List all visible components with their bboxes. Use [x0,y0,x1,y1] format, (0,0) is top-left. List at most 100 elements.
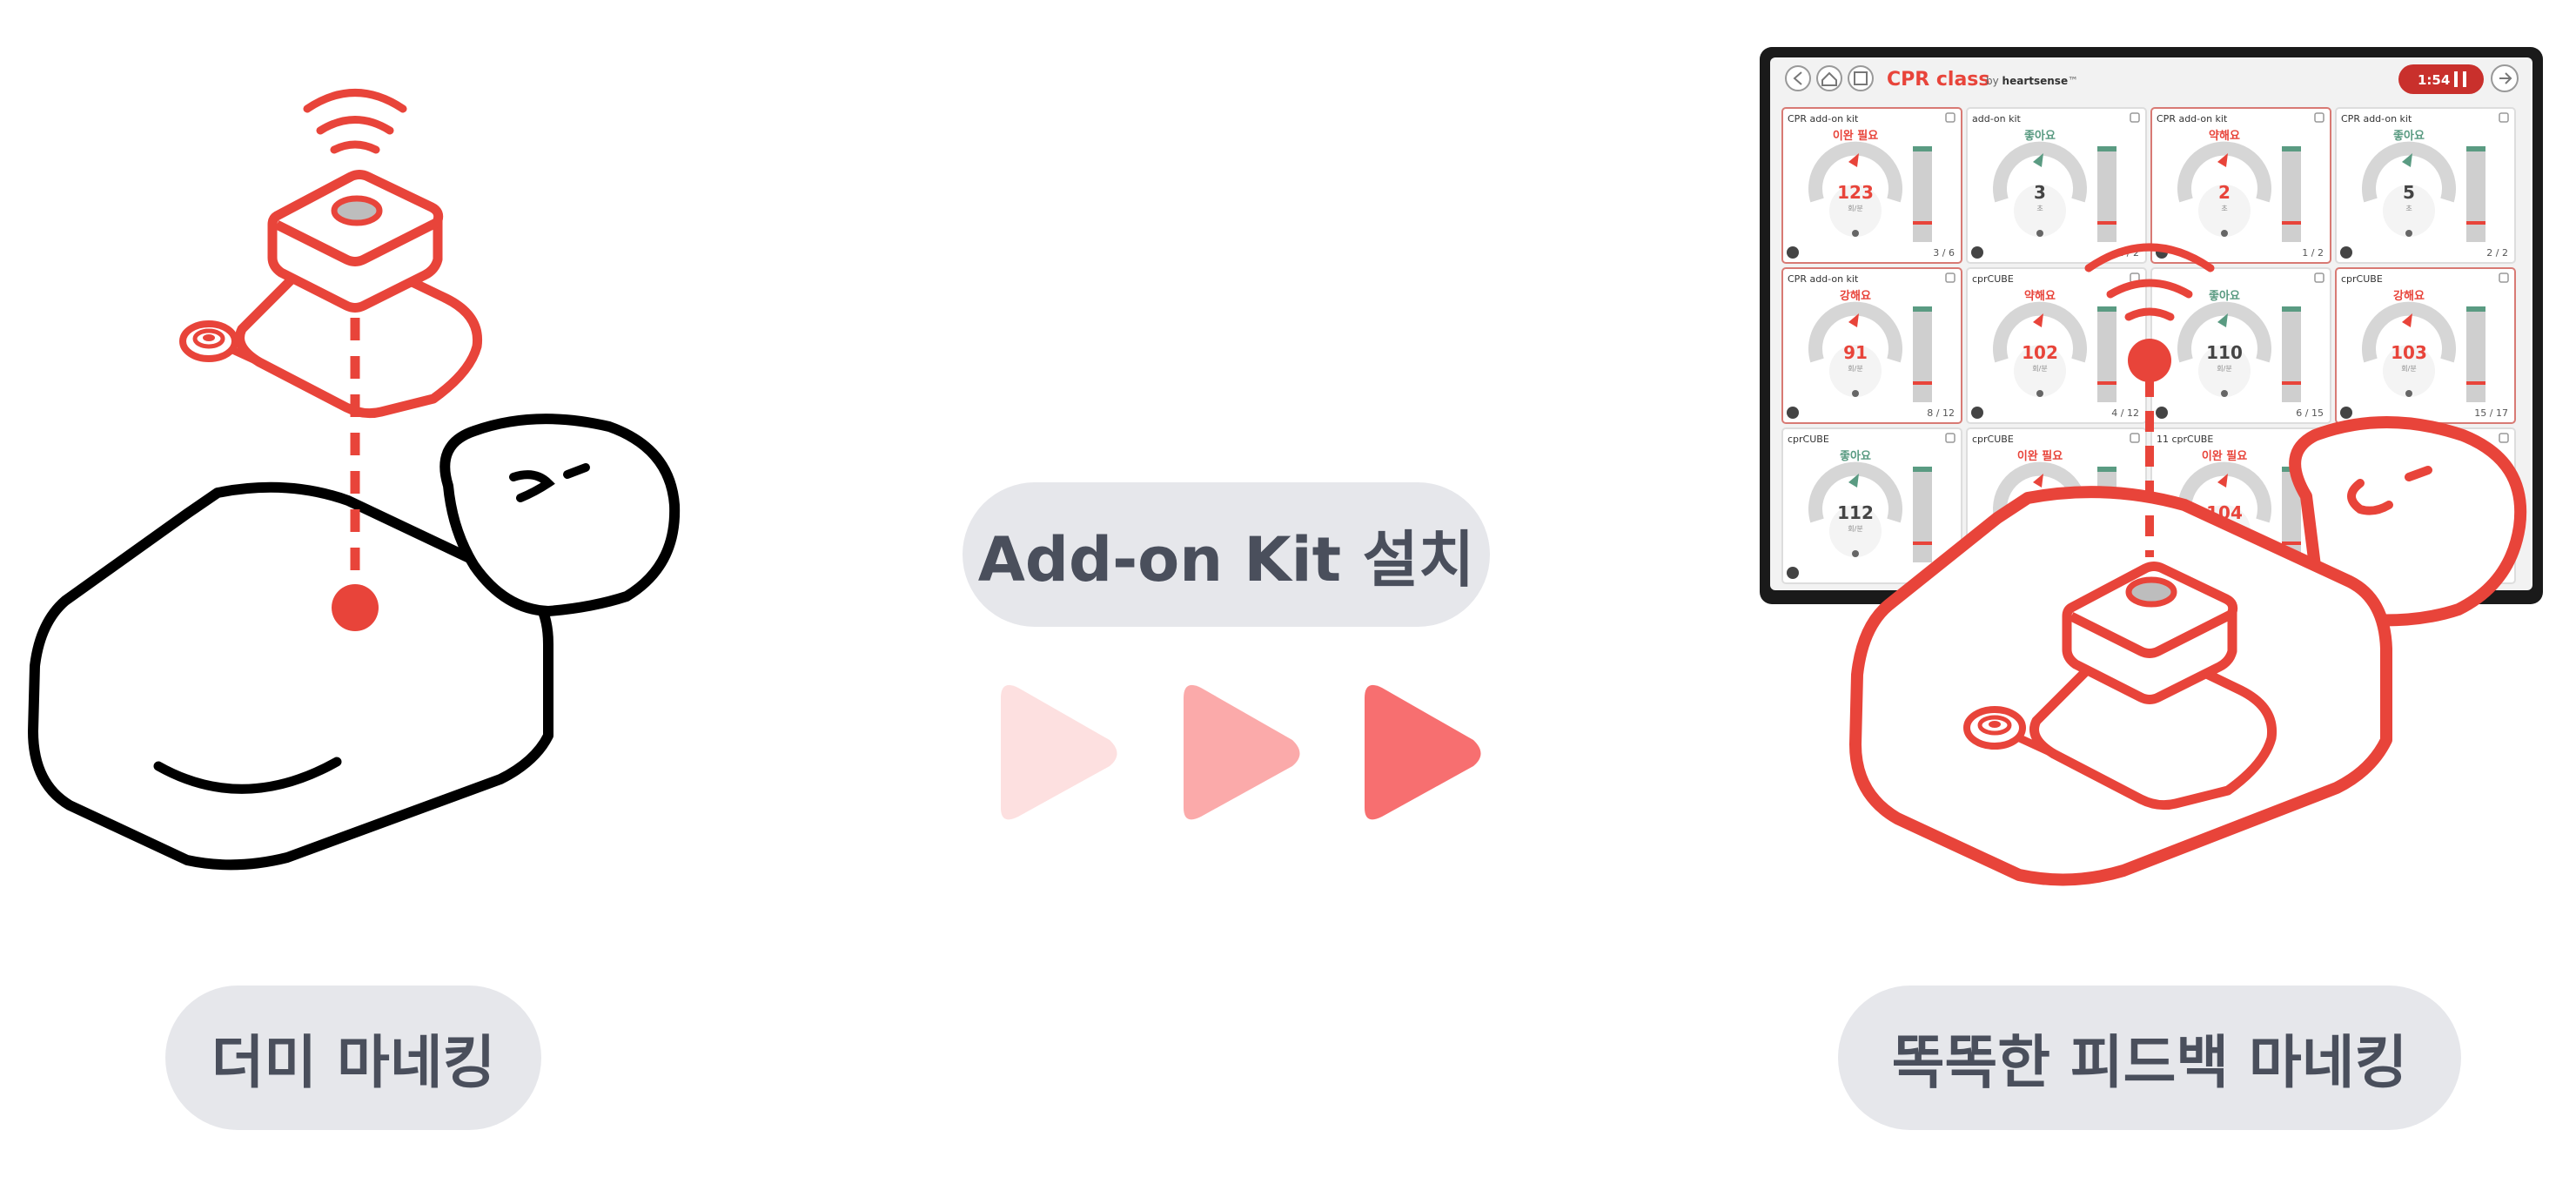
card-menu-icon[interactable] [1945,112,1955,123]
card-menu-icon[interactable] [1945,433,1955,443]
gauge-dot [2036,230,2043,237]
depth-bar [1913,467,1932,562]
gauge-face [2014,185,2066,237]
card-menu-icon[interactable] [2499,272,2509,283]
gauge-face [2198,345,2251,397]
gauge-dot [2221,230,2228,237]
card-menu-icon[interactable] [2130,112,2140,123]
trainee-avatar [1787,567,1799,579]
arrow-mid-icon [1184,684,1300,820]
gauge-needle [1848,153,1859,167]
gauge-face [1829,505,1882,557]
gauge-arc [1993,301,2087,363]
right-caption: 똑똑한 피드백 마네킹 [1891,1029,2408,1096]
card-device-name: cprCUBE [1972,434,2014,445]
home-button[interactable] [1816,65,1842,91]
addon-kit-device-icon [179,89,483,419]
card-device-name: CPR add-on kit [2157,113,2228,124]
card-value: 3 [2034,182,2046,203]
card-device-name: CPR add-on kit [2341,113,2412,124]
smart-target-dot [2128,339,2171,382]
gauge-needle [2217,313,2228,327]
card-status: 좋아요 [1840,449,1871,463]
depth-bar [2466,306,2485,402]
card-menu-icon[interactable] [2499,112,2509,123]
trainee-avatar [1971,407,1983,419]
timer-text: 1:54 [2418,72,2450,88]
trainee-avatar [2156,407,2168,419]
gauge-face [2383,185,2435,237]
card-device-name: cprCUBE [2341,273,2383,285]
card-menu-icon[interactable] [2314,272,2324,283]
card-menu-icon[interactable] [2130,433,2140,443]
card-value: 102 [2022,342,2058,363]
card-unit: 회/분 [2217,365,2231,373]
depth-bar [2097,146,2116,242]
gauge-arc [2177,141,2271,203]
trainee-avatar [2340,246,2352,259]
chest-target-dot [332,584,379,631]
card-device-name: add-on kit [1972,113,2022,124]
card-status: 이완 필요 [2017,449,2063,463]
middle-caption: Add-on Kit 설치 [977,523,1475,595]
middle-caption-pill: Add-on Kit 설치 [963,482,1490,627]
card-device-name: cprCUBE [1788,434,1829,445]
card-unit: 초 [2221,205,2227,212]
gauge-needle [2402,153,2412,167]
card-unit: 초 [2405,205,2412,212]
gauge-dot [2221,390,2228,397]
card-menu-icon[interactable] [2499,433,2509,443]
depth-bar [2282,306,2301,402]
gauge-dot [1852,230,1859,237]
card-status: 좋아요 [2209,289,2240,303]
gauge-dot [2036,390,2043,397]
grid-button[interactable] [1848,65,1874,91]
depth-bar [2097,306,2116,402]
left-caption: 더미 마네킹 [211,1029,496,1096]
app-header: CPR class by heartsense™ 1:54 [1785,64,2519,94]
gauge-dot [2405,390,2412,397]
timer-badge[interactable] [2398,64,2484,94]
card-value: 112 [1837,502,1874,523]
gauge-needle [2402,313,2412,327]
depth-bar [2282,146,2301,242]
card-count: 6 / 15 [2296,407,2324,419]
card-menu-icon[interactable] [2314,112,2324,123]
card-device-name: cprCUBE [1972,273,2014,285]
gauge-needle [2033,474,2043,488]
card-unit: 회/분 [2401,365,2416,373]
gauge-arc [1808,461,1902,523]
gauge-arc [2177,301,2271,363]
card-unit: 회/분 [2032,365,2047,373]
screen-title: CPR class [1887,69,1990,91]
back-button[interactable] [1785,65,1811,91]
card-status: 약해요 [2209,129,2240,143]
left-caption-pill: 더미 마네킹 [165,986,541,1130]
right-caption-pill: 똑똑한 피드백 마네킹 [1838,986,2461,1130]
trainee-avatar [1787,246,1799,259]
gauge-needle [1848,313,1859,327]
gauge-dot [1852,390,1859,397]
gauge-dot [1852,550,1859,557]
trainee-avatar [2340,407,2352,419]
card-count: 4 / 12 [2111,407,2139,419]
installed-addon-kit-icon [1963,562,2277,811]
card-menu-icon[interactable] [1945,272,1955,283]
arrow-strong-icon [1365,684,1481,820]
card-value: 2 [2218,182,2231,203]
card-value: 91 [1843,342,1868,363]
pause-icon [2454,71,2458,87]
trainee-avatar [1971,246,1983,259]
gauge-needle [2217,153,2228,167]
card-count: 15 / 17 [2474,407,2508,419]
